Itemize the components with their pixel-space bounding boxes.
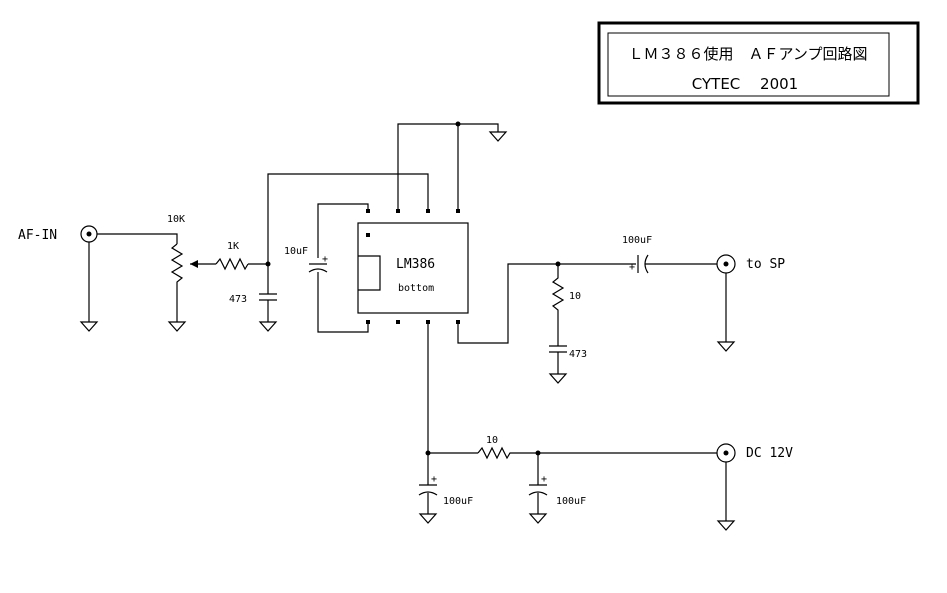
- resistor-10-zobel: [548, 264, 568, 384]
- ground-symbol: [488, 131, 508, 142]
- output-wire: [457, 263, 636, 344]
- svg-text:+: +: [431, 474, 437, 485]
- capacitor-10uf: +: [308, 254, 328, 273]
- title-block: ＬＭ３８６使用 ＡＦアンプ回路図 CYTEC 2001: [597, 21, 920, 105]
- pot-value-label: 10K: [167, 214, 185, 225]
- cap-input-label: 473: [229, 294, 247, 305]
- cap-output-label: 100uF: [622, 235, 652, 246]
- to-sp-label: to SP: [746, 257, 785, 272]
- potentiometer: [170, 243, 267, 322]
- cap-supply1-label: 100uF: [443, 496, 473, 507]
- dc-jack: [716, 443, 736, 531]
- bypass-wire: [317, 203, 369, 258]
- resistor-10-supply: [477, 446, 717, 460]
- resistor-1k-label: 1K: [227, 241, 239, 252]
- af-in-label: AF-IN: [18, 228, 57, 243]
- cap-bypass-label: 10uF: [284, 246, 308, 257]
- ground-symbol: [167, 321, 187, 332]
- ic-view-label: bottom: [398, 283, 434, 294]
- title-text: ＬＭ３８６使用 ＡＦアンプ回路図: [629, 45, 868, 63]
- speaker-jack: [716, 254, 736, 352]
- input-wire: [267, 173, 429, 264]
- ic-name-label: LM386: [396, 257, 435, 272]
- capacitor-100uf-supply-2: +: [528, 453, 548, 524]
- subtitle-text: CYTEC 2001: [692, 75, 798, 93]
- cap-zobel-label: 473: [569, 349, 587, 360]
- svg-text:+: +: [629, 262, 635, 273]
- svg-text:+: +: [322, 254, 328, 265]
- dc-label: DC 12V: [746, 446, 793, 461]
- junction-dot: [455, 121, 461, 127]
- ground-symbol: [79, 321, 99, 332]
- capacitor-100uf-output: +: [629, 254, 717, 274]
- cap-supply2-label: 100uF: [556, 496, 586, 507]
- svg-text:+: +: [541, 474, 547, 485]
- resistor-zobel-label: 10: [569, 291, 581, 302]
- af-in-jack: [80, 225, 178, 322]
- bypass-wire: [317, 272, 369, 333]
- resistor-supply-label: 10: [486, 435, 498, 446]
- resistor-1k: [215, 257, 249, 271]
- capacitor-100uf-supply-1: +: [418, 453, 438, 524]
- gnd-wire: [397, 123, 499, 212]
- capacitor-473-input: [258, 293, 278, 332]
